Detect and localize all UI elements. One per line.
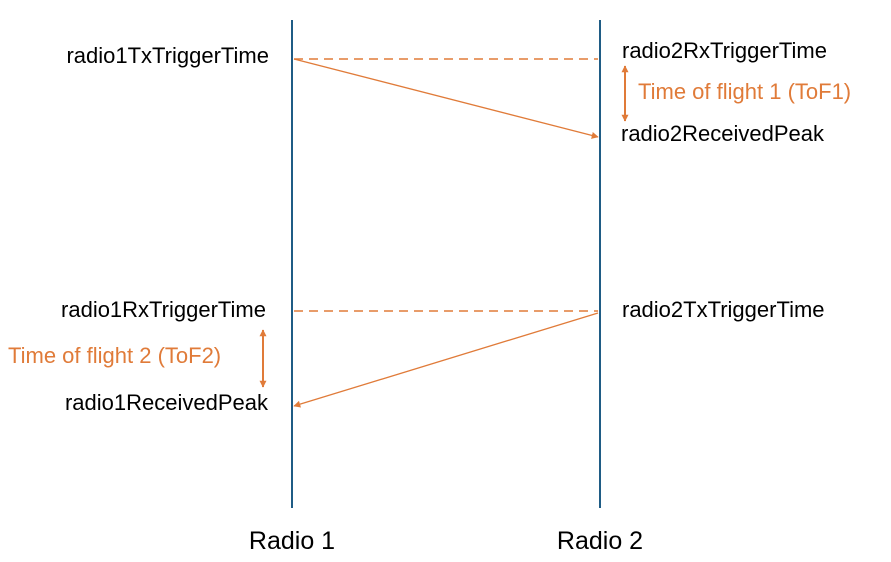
radio2-received-peak-label: radio2ReceivedPeak: [621, 121, 825, 146]
radio1-rx-trigger-label: radio1RxTriggerTime: [61, 297, 266, 322]
radio1-tx-trigger-label: radio1TxTriggerTime: [66, 43, 269, 68]
signal-radio2-to-radio1-arrow: [293, 312, 599, 408]
radio2-name-label: Radio 2: [557, 527, 643, 555]
radio2-rx-trigger-label: radio2RxTriggerTime: [622, 38, 827, 63]
tof2-label: Time of flight 2 (ToF2): [8, 343, 221, 368]
radio1-received-peak-label: radio1ReceivedPeak: [65, 390, 269, 415]
radio1-name-label: Radio 1: [249, 527, 335, 555]
radio2-tx-trigger-label: radio2TxTriggerTime: [622, 297, 825, 322]
signal-radio1-to-radio2-arrow: [293, 58, 599, 139]
tof1-label: Time of flight 1 (ToF1): [638, 79, 851, 104]
